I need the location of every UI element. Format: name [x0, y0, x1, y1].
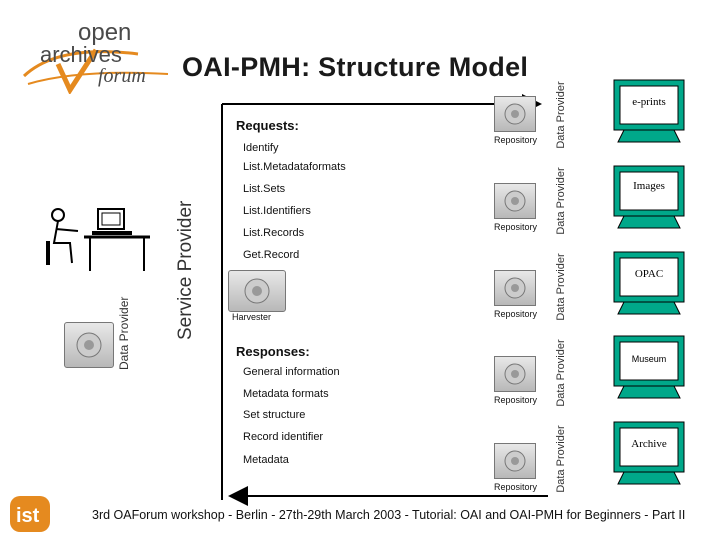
response-record-identifier: Record identifier: [243, 431, 324, 443]
repository-4-server-icon: [494, 356, 536, 392]
repository-2-provider-label: Data Provider: [555, 167, 567, 235]
harvester-server-icon: [228, 270, 286, 312]
harvester-label: Harvester: [232, 312, 272, 322]
repository-5-target: Archive: [631, 438, 667, 450]
repository-3-provider: Data Provider: [555, 252, 586, 322]
repository-1-provider: Data Provider: [555, 80, 586, 150]
request-identify: Identify: [243, 142, 279, 154]
repository-5-monitor: Archive: [610, 420, 688, 488]
repository-5-provider: Data Provider: [555, 424, 586, 494]
repository-4-monitor: Museum: [610, 334, 688, 402]
repository-5-provider-label: Data Provider: [555, 425, 567, 493]
response-metadata-formats: Metadata formats: [243, 388, 329, 400]
repository-3-server-icon: [494, 270, 536, 306]
repository-1-server-icon: [494, 96, 536, 132]
ist-logo: ist: [8, 494, 84, 538]
logo-line1: open: [78, 19, 131, 46]
repository-1-provider-label: Data Provider: [555, 81, 567, 149]
repository-1-label: Repository: [494, 135, 538, 145]
responses-heading: Responses:: [236, 344, 310, 359]
response-metadata: Metadata: [243, 454, 289, 466]
request-list-sets: List.Sets: [243, 183, 286, 195]
repository-2-label: Repository: [494, 222, 538, 232]
repository-3-label: Repository: [494, 309, 538, 319]
left-repository-server-icon: [64, 322, 114, 368]
request-list-metadataformats: List.Metadataformats: [243, 161, 346, 173]
requests-heading: Requests:: [236, 118, 299, 133]
repository-2-target: Images: [633, 180, 665, 192]
repository-1-monitor: e-prints: [610, 78, 688, 146]
logo-line2: archives: [40, 42, 122, 67]
response-general-information: General information: [243, 366, 340, 378]
logo-line3: forum: [98, 65, 146, 87]
repository-4-target: Museum: [631, 354, 667, 364]
repository-1-target: e-prints: [632, 96, 666, 108]
ist-logo-text: ist: [16, 505, 40, 527]
request-list-records: List.Records: [243, 227, 305, 239]
page-title: OAI-PMH: Structure Model: [182, 52, 529, 82]
service-provider-label: Service Provider: [175, 200, 196, 340]
repository-5-label: Repository: [494, 482, 538, 492]
repository-2-monitor: Images: [610, 164, 688, 232]
request-list-identifiers: List.Identifiers: [243, 205, 311, 217]
repository-4-provider-label: Data Provider: [555, 339, 567, 407]
repository-3-target: OPAC: [634, 268, 664, 280]
repository-4-label: Repository: [494, 395, 538, 405]
repository-3-monitor: OPAC: [610, 250, 688, 318]
open-archives-forum-logo: open archives forum: [18, 14, 178, 96]
left-data-provider-block: Data Provider: [117, 296, 160, 370]
left-data-provider-label: Data Provider: [117, 296, 131, 370]
footer-text: 3rd OAForum workshop - Berlin - 27th-29t…: [92, 508, 686, 522]
repository-2-provider: Data Provider: [555, 166, 586, 236]
user-workstation-icon: [40, 205, 170, 275]
response-set-structure: Set structure: [243, 409, 306, 421]
repository-5-server-icon: [494, 443, 536, 479]
request-get-record: Get.Record: [243, 249, 300, 261]
repository-3-provider-label: Data Provider: [555, 253, 567, 321]
repository-4-provider: Data Provider: [555, 338, 586, 408]
service-provider-block: Service Provider: [175, 200, 221, 340]
repository-2-server-icon: [494, 183, 536, 219]
